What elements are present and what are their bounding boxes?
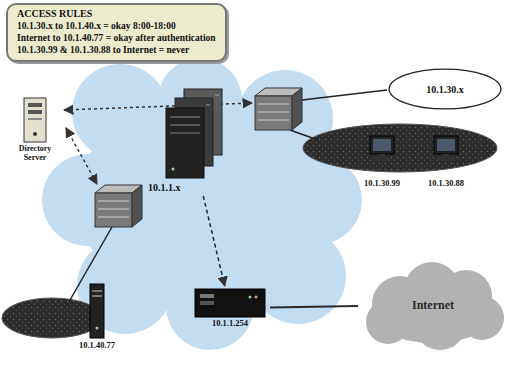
router-front xyxy=(255,96,292,130)
firewall-device: 10.1.1.254 xyxy=(192,288,268,328)
network-link xyxy=(270,306,358,307)
segment-ellipse xyxy=(303,124,497,172)
wire xyxy=(290,130,318,140)
cloud-part xyxy=(42,154,134,246)
workstation-icon xyxy=(87,282,107,340)
wire xyxy=(302,90,387,100)
node-label: 10.1.30.x to 10.1.40.x = okay 8:00-18:00 xyxy=(17,20,216,32)
directory-server-icon xyxy=(20,96,50,144)
lan-core: 10.1.1.x xyxy=(140,87,240,194)
node-label: 10.1.30.99 & 10.1.30.88 to Internet = ne… xyxy=(17,44,216,56)
auth-link xyxy=(64,103,252,110)
router-stripe xyxy=(258,104,289,105)
router-stripe xyxy=(98,217,129,218)
auth-link xyxy=(66,128,97,184)
server-stack-icon xyxy=(140,87,240,182)
router-side xyxy=(292,88,302,130)
network-link xyxy=(203,196,224,286)
node-label: Internet xyxy=(412,298,454,313)
subnet-oval: 10.1.30.x xyxy=(388,68,502,110)
workstation: 10.1.30.88 xyxy=(420,134,472,188)
router-symbol xyxy=(255,88,302,130)
firewall-icon xyxy=(194,288,266,318)
router-symbol xyxy=(95,185,142,227)
workstation-icon xyxy=(367,134,397,178)
node-label: Internet to 10.1.40.77 = okay after auth… xyxy=(17,32,216,44)
internet-cloud: Internet xyxy=(360,258,506,352)
lan-cloud xyxy=(42,58,362,350)
router-front xyxy=(95,193,132,227)
node-label: 10.1.1.254 xyxy=(212,318,248,328)
computer-icon xyxy=(367,134,397,178)
router-stripe xyxy=(98,201,129,202)
workstation-icon xyxy=(431,134,461,178)
router-stripe xyxy=(258,112,289,113)
segment-ellipse xyxy=(2,298,102,338)
node-label: 10.1.40.77 xyxy=(79,340,115,350)
router-stripe xyxy=(258,120,289,121)
computer-icon xyxy=(87,282,107,340)
rules-panel: ACCESS RULES10.1.30.x to 10.1.40.x = oka… xyxy=(6,3,227,62)
workstation: 10.1.30.99 xyxy=(356,134,408,188)
router-stripe xyxy=(98,209,129,210)
lan-core-icon xyxy=(140,87,240,182)
server-icon xyxy=(20,96,50,144)
cloud-part xyxy=(72,64,168,160)
computer-icon xyxy=(431,134,461,178)
node-label: ACCESS RULES xyxy=(17,8,216,20)
node-label: Directory Server xyxy=(8,144,62,162)
firewall-device-icon xyxy=(194,288,266,318)
node-label: 10.1.30.88 xyxy=(428,178,464,188)
node-label: 10.1.30.x xyxy=(426,84,464,95)
directory-server: Directory Server xyxy=(8,96,62,162)
node-label: 10.1.30.99 xyxy=(364,178,400,188)
node-label: 10.1.1.x xyxy=(140,182,181,194)
router-side xyxy=(132,185,142,227)
workstation: 10.1.40.77 xyxy=(70,282,124,350)
